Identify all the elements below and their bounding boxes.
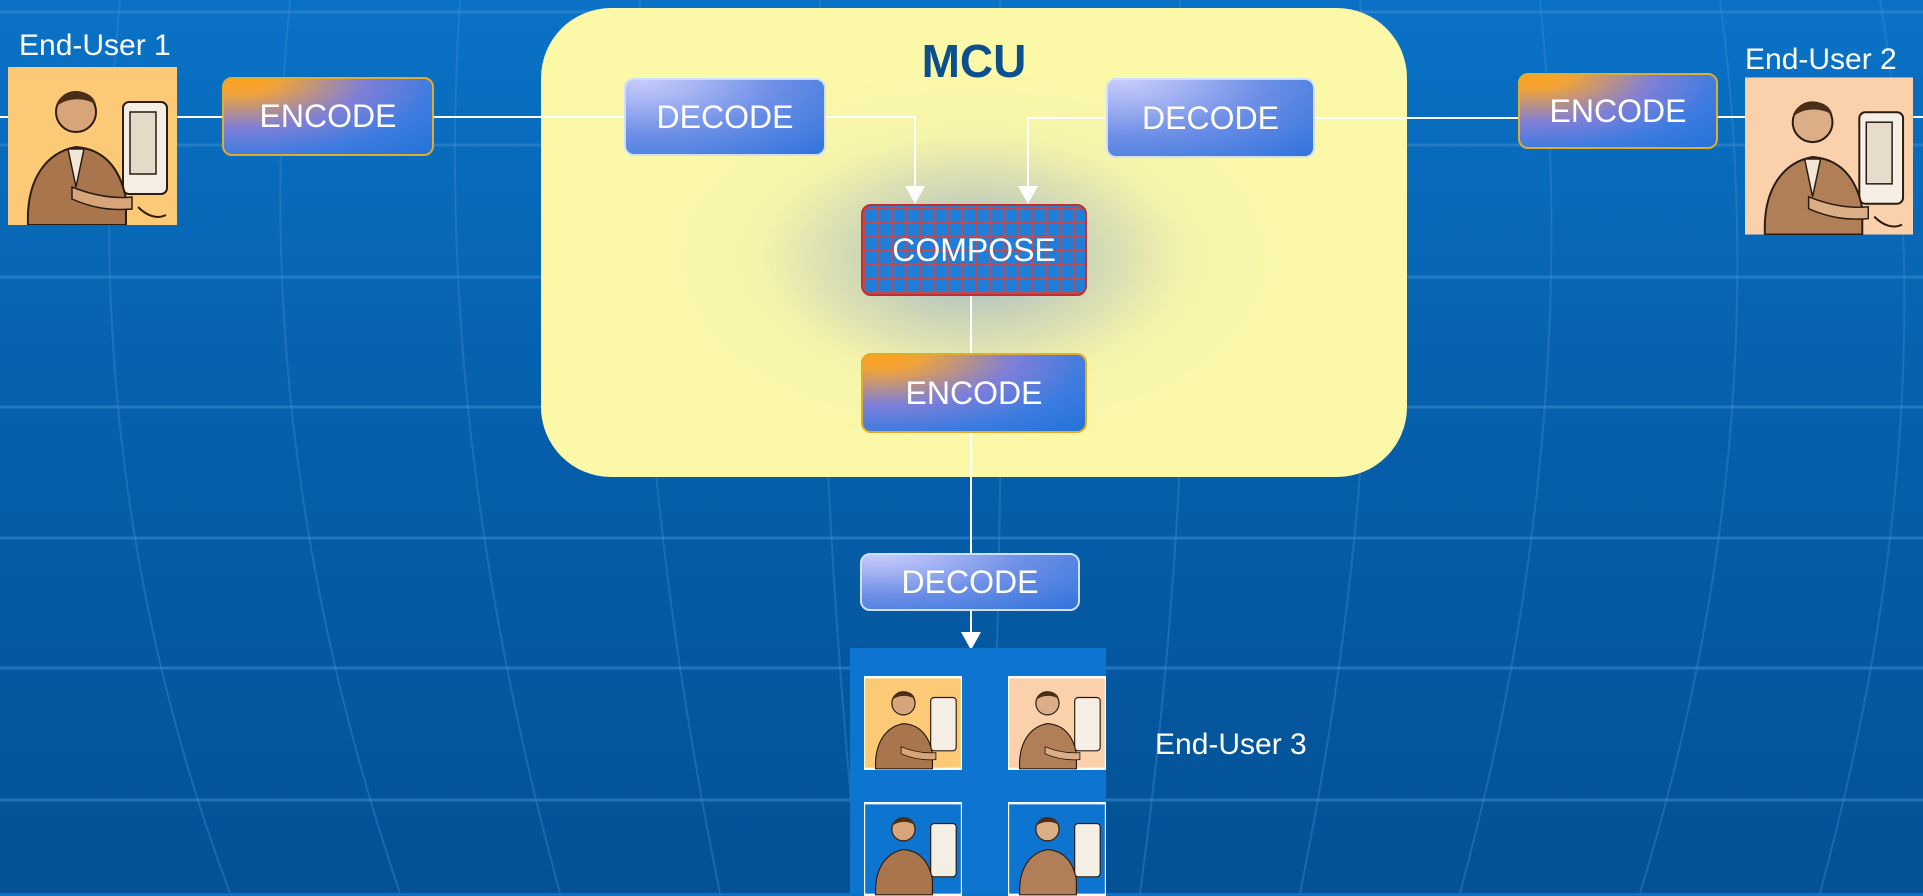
decode-left-node: DECODE [624,78,826,156]
composite-screen [850,648,1106,896]
encode-mcu-node: ENCODE [861,353,1087,433]
encode-user1-node: ENCODE [222,77,434,156]
mcu-title: MCU [921,35,1027,87]
end-user-3-label: End-User 3 [1155,728,1307,761]
person-at-computer-icon [1008,676,1106,770]
decode-right-node: DECODE [1106,78,1315,158]
person-at-computer-icon [8,67,177,225]
person-at-computer-icon [864,676,962,770]
arrow-head-down [961,632,981,650]
person-at-computer-icon [1745,77,1913,235]
person-at-computer-icon [864,802,962,896]
person-at-computer-icon [1008,802,1106,896]
compose-node: COMPOSE [861,204,1087,296]
decode-user3-node: DECODE [860,553,1080,611]
encode-user2-node: ENCODE [1518,73,1718,149]
end-user-2-label: End-User 2 [1745,43,1897,76]
arrow-head-left [905,186,925,204]
arrow-head-right [1018,186,1038,204]
end-user-1-label: End-User 1 [19,29,171,62]
